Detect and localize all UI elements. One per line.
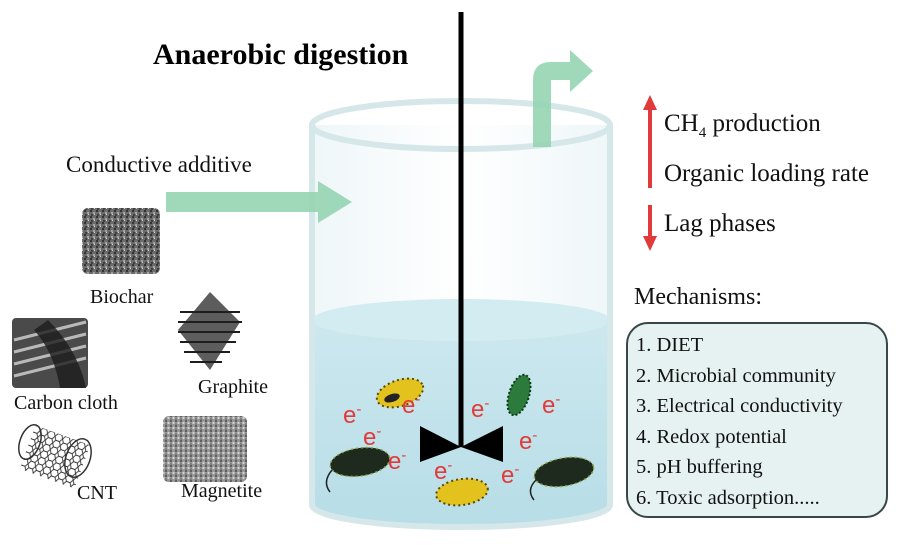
mechanisms-list: 1. DIET 2. Microbial community 3. Electr…	[636, 330, 843, 513]
increase-arrow	[643, 95, 657, 188]
mechanism-item: 2. Microbial community	[636, 364, 836, 387]
cnt-image	[18, 423, 92, 489]
diagram-title: Anaerobic digestion	[153, 38, 409, 71]
material-label-biochar: Biochar	[90, 286, 154, 308]
mechanism-item: 4. Redox potential	[636, 425, 787, 448]
electron-label: e-	[519, 427, 538, 455]
mechanism-item: 3. Electrical conductivity	[636, 395, 843, 417]
mechanisms-title: Mechanisms:	[634, 284, 762, 310]
additive-label: Conductive additive	[66, 152, 252, 177]
electron-label: e-	[402, 391, 421, 419]
result-lag-phases: Lag phases	[664, 210, 776, 237]
material-label-cnt: CNT	[77, 482, 117, 504]
electron-label: e-	[471, 395, 490, 423]
gas-outlet-arrow	[533, 50, 593, 147]
mechanisms-box	[626, 322, 888, 518]
additive-arrow	[166, 181, 352, 223]
electron-label: e-	[542, 391, 561, 419]
mechanism-item: 6. Toxic adsorption.....	[636, 486, 820, 509]
electron-label: e-	[363, 423, 382, 451]
electron-label: e-	[343, 401, 362, 429]
electron-label: e-	[388, 447, 407, 475]
carbon-cloth-image	[12, 318, 88, 388]
electron-label: e-	[501, 461, 520, 489]
decrease-arrow	[643, 205, 657, 251]
microbe-dark-right	[529, 456, 595, 501]
microbe-yellow-1	[375, 377, 425, 409]
stirrer	[420, 12, 503, 462]
microbe-dark-left	[325, 446, 391, 493]
impeller-blade-right	[461, 426, 503, 462]
graphite-image	[178, 292, 242, 370]
mechanism-item: 1. DIET	[636, 334, 704, 356]
biochar-image	[82, 208, 160, 274]
material-label-magnetite: Magnetite	[181, 480, 263, 502]
electron-label: e-	[434, 457, 453, 485]
result-organic-loading-rate: Organic loading rate	[664, 160, 870, 187]
mechanism-item: 5. pH buffering	[636, 456, 763, 478]
result-ch4-production: CH4 production	[664, 110, 821, 141]
impeller-blade-left	[420, 426, 461, 462]
microbe-green	[506, 373, 532, 417]
material-label-graphite: Graphite	[198, 376, 268, 398]
microbe-yellow-2	[435, 477, 489, 507]
magnetite-image	[163, 416, 247, 482]
material-label-carbon-cloth: Carbon cloth	[14, 392, 118, 414]
